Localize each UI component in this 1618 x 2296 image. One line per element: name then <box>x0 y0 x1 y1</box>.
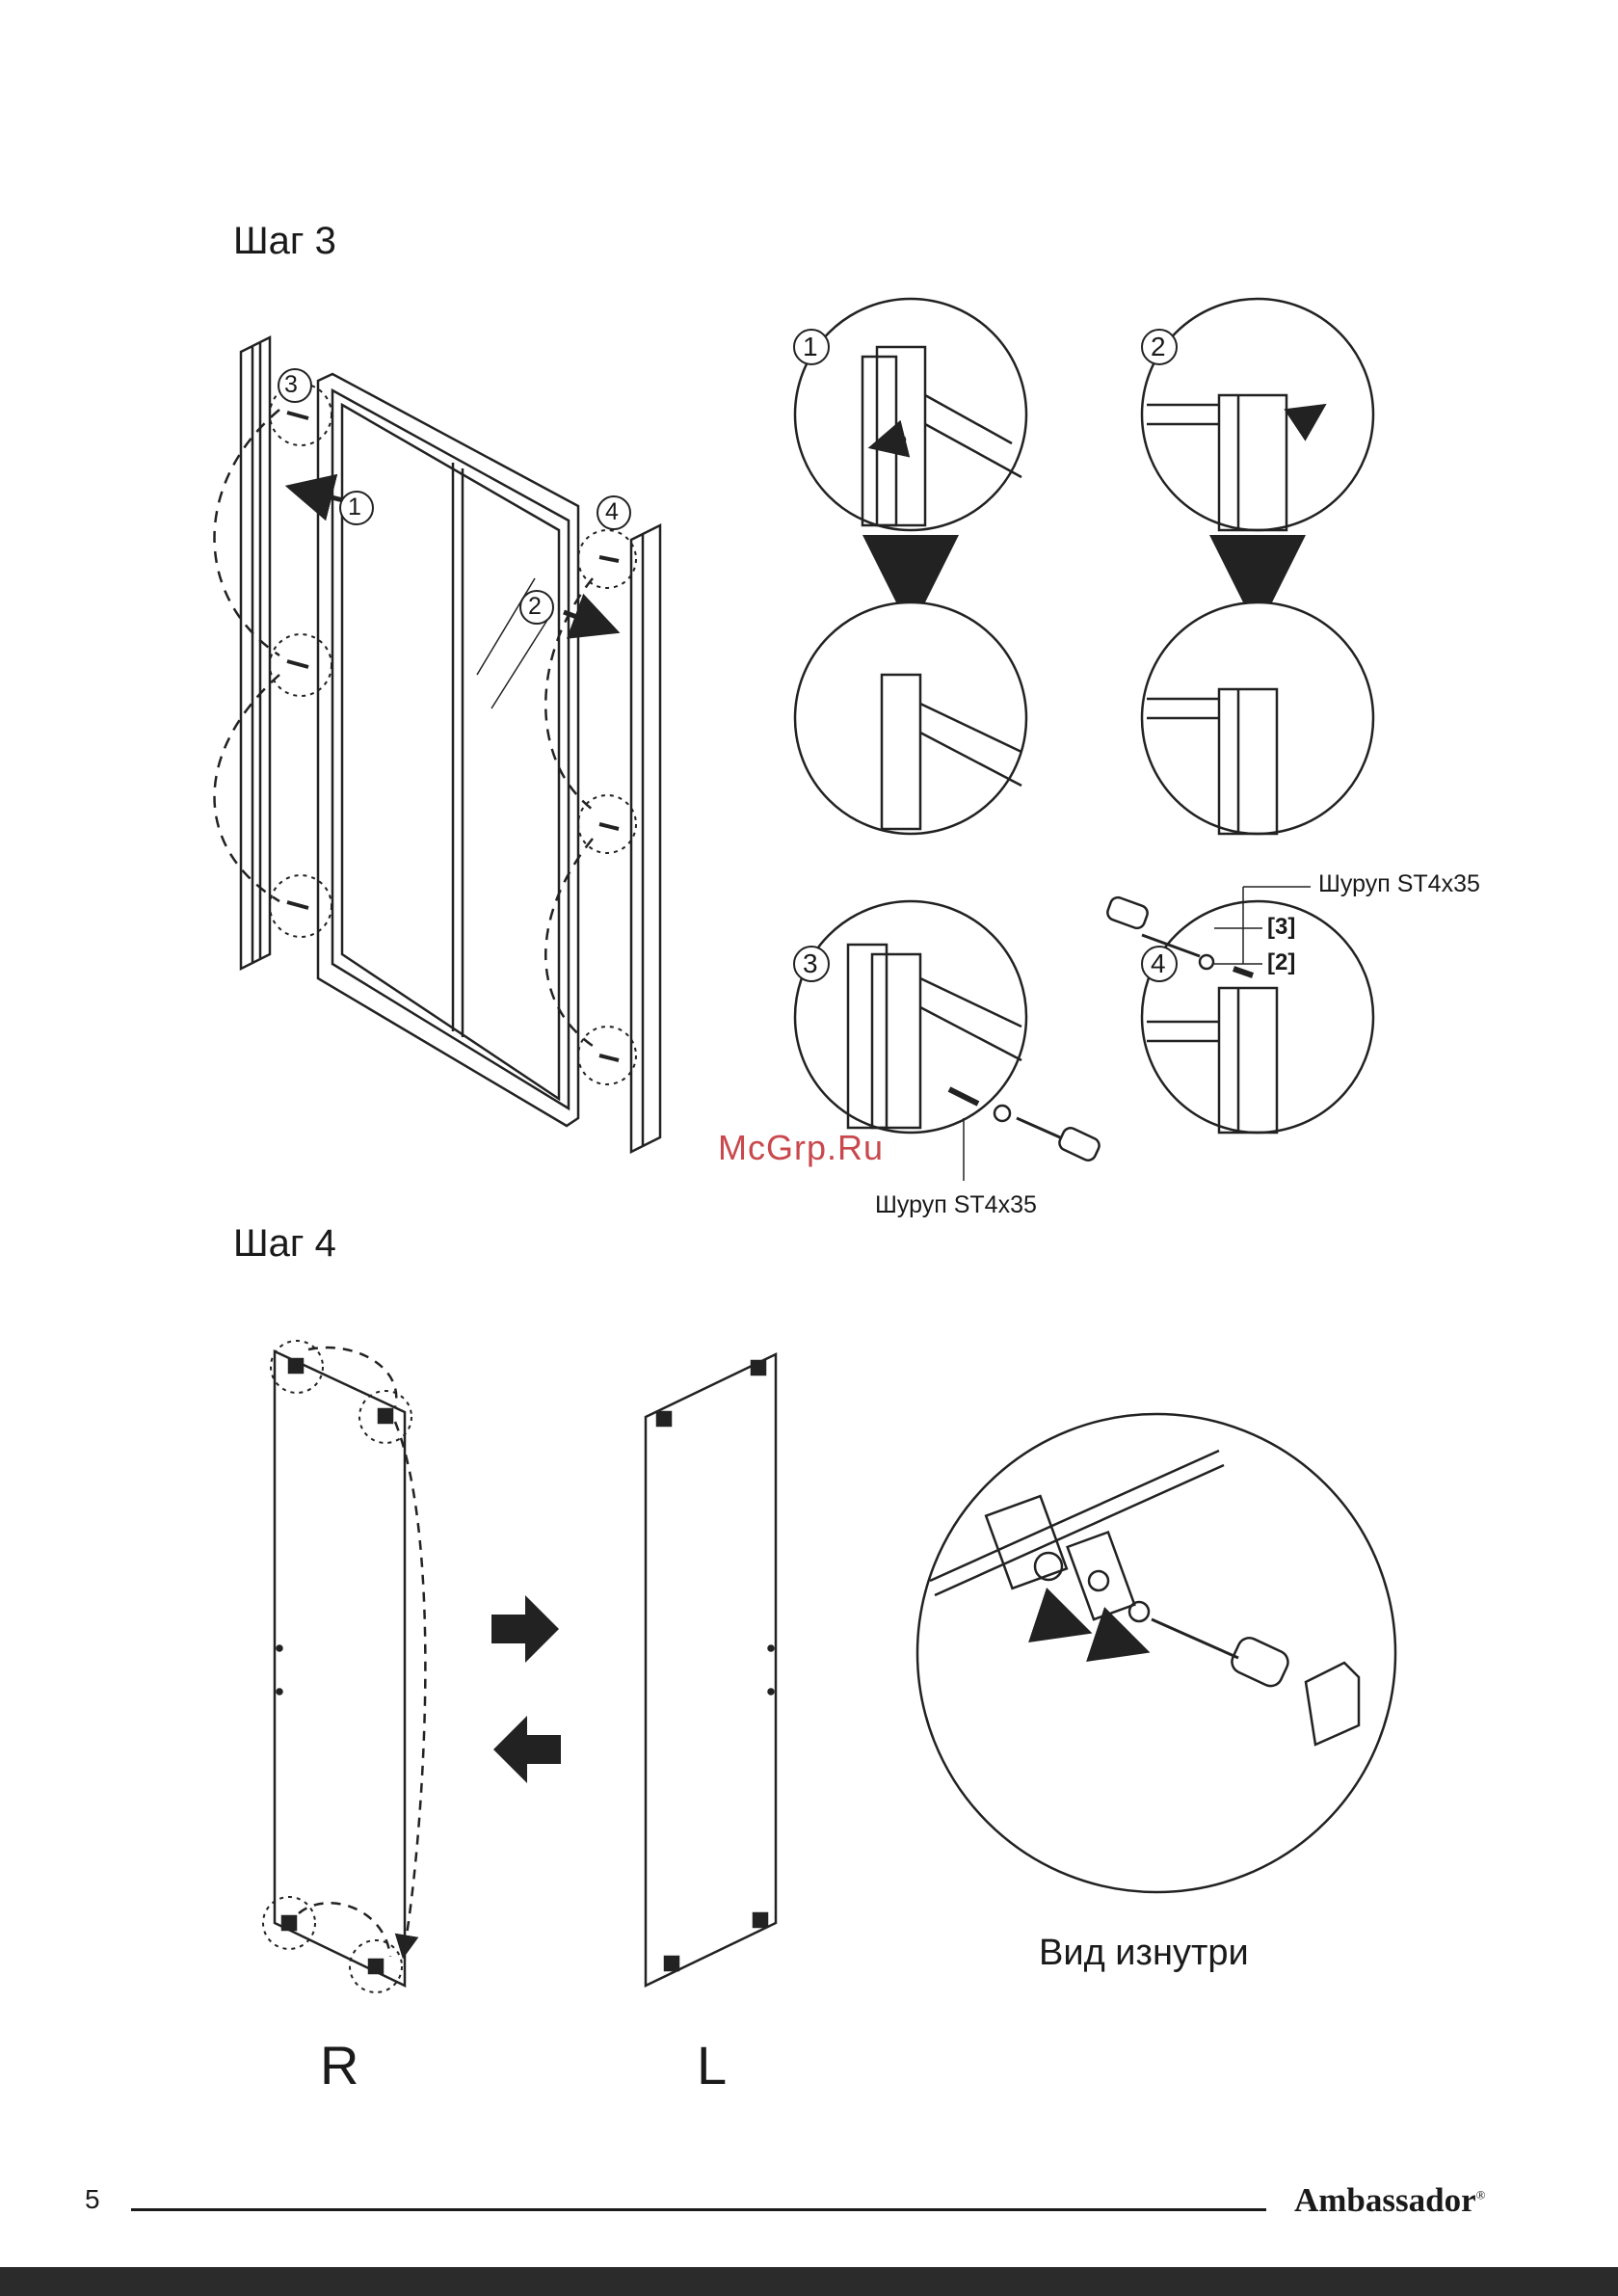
inner-view-caption: Вид изнутри <box>1039 1933 1249 1974</box>
marker-3-frame: 3 <box>284 371 298 399</box>
marker-4-frame: 4 <box>605 498 619 526</box>
flip-arrows <box>491 1595 561 1783</box>
brand-logo: Ambassador® <box>1294 2181 1486 2220</box>
door-frame <box>318 374 578 1126</box>
detail-4 <box>1142 901 1373 1133</box>
label-r: R <box>320 2034 358 2096</box>
step3-frame-drawing <box>215 337 661 1152</box>
detail-marker-4: 4 <box>1151 948 1166 979</box>
detail-marker-2: 2 <box>1151 332 1166 362</box>
step4-panels <box>263 1341 776 1992</box>
inner-view-detail <box>917 1414 1395 1892</box>
step3-title: Шаг 3 <box>233 220 336 263</box>
step3-detail-circles <box>794 299 1373 1181</box>
screw-label-top: Шуруп ST4x35 <box>1318 870 1480 898</box>
detail-3 <box>795 901 1026 1133</box>
brand-name: Ambassador <box>1294 2181 1476 2219</box>
detail-marker-3: 3 <box>803 948 818 979</box>
bottom-band <box>0 2267 1618 2296</box>
panel-r <box>275 1351 405 1986</box>
arrow-right-icon <box>491 1595 559 1663</box>
brand-mark: ® <box>1476 2187 1486 2202</box>
tag-3: [3] <box>1267 914 1295 941</box>
tag-2: [2] <box>1267 949 1295 976</box>
detail-marker-1: 1 <box>803 332 818 362</box>
screw-label-bottom: Шуруп ST4x35 <box>875 1191 1037 1219</box>
arrow-left-icon <box>493 1716 561 1783</box>
marker-1-frame: 1 <box>348 494 361 521</box>
detail-1-bottom <box>795 602 1026 834</box>
watermark: McGrp.Ru <box>718 1128 884 1168</box>
footer-rule <box>131 2208 1266 2211</box>
label-l: L <box>697 2034 727 2096</box>
detail-1-top <box>795 299 1026 530</box>
step4-title: Шаг 4 <box>233 1222 336 1266</box>
detail-2-top <box>1142 299 1373 530</box>
panel-l <box>646 1354 776 1986</box>
page-number: 5 <box>85 2184 100 2215</box>
marker-2-frame: 2 <box>528 593 542 621</box>
